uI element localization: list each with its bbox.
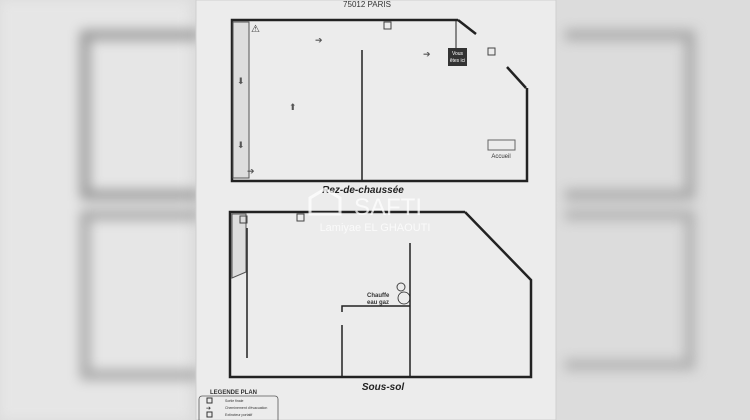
- arrow-right-icon: ➔: [206, 406, 211, 412]
- extinguisher-icon: [296, 213, 305, 222]
- plan-panel: [195, 0, 557, 420]
- extinguisher-icon: [383, 21, 392, 30]
- address: 75012 PARIS: [343, 0, 391, 9]
- arrow-right-icon: ➔: [423, 49, 431, 59]
- legend-item: Sortie finale: [225, 399, 244, 403]
- water-heater-label: Chauffe: [367, 293, 390, 299]
- staircase: [231, 213, 247, 279]
- water-heater-label: eau gaz: [367, 300, 389, 306]
- arrow-down-icon: ⬇: [237, 76, 245, 86]
- extinguisher-icon: [206, 411, 213, 418]
- ground-floor-title: Rez-de-chaussée: [322, 185, 404, 196]
- legend-item: Cheminement d'évacuation: [225, 406, 267, 410]
- you-are-here-text: êtes ici: [450, 58, 466, 64]
- ground-floor-plan: [230, 18, 529, 183]
- basement-plan: [228, 210, 533, 379]
- reception-label: Accueil: [491, 154, 510, 160]
- warning-icon: ⚠: [251, 24, 260, 35]
- reception-desk: [487, 139, 516, 151]
- legend: LEGENDE PLAN Sortie finale ➔ Cheminement…: [198, 390, 279, 420]
- you-are-here-sign: [448, 48, 467, 66]
- watermark-agent: Lamiyae EL GHAOUTI: [320, 222, 431, 234]
- watermark: SAFTI Lamiyae EL GHAOUTI: [308, 187, 431, 234]
- watermark-brand: SAFTI: [354, 194, 422, 221]
- exit-icon: [239, 215, 248, 224]
- exit-icon: [206, 397, 213, 404]
- arrow-down-icon: ⬇: [237, 140, 245, 150]
- arrow-up-icon: ⬆: [289, 102, 297, 112]
- legend-title: LEGENDE PLAN: [210, 390, 257, 396]
- you-are-here-text: Vous: [452, 51, 464, 57]
- gas-valve-icon: [396, 282, 406, 292]
- evacuation-arrows: ➔ ➔ ➔ ⬇ ⬇ ⬆: [237, 35, 431, 176]
- basement-title: Sous-sol: [362, 382, 404, 393]
- arrow-right-icon: ➔: [315, 35, 323, 45]
- staircase: [232, 21, 250, 179]
- arrow-right-icon: ➔: [247, 166, 255, 176]
- exit-icon: [487, 47, 496, 56]
- safti-logo-icon: [308, 187, 342, 216]
- legend-item: Extincteur portatif: [225, 413, 252, 417]
